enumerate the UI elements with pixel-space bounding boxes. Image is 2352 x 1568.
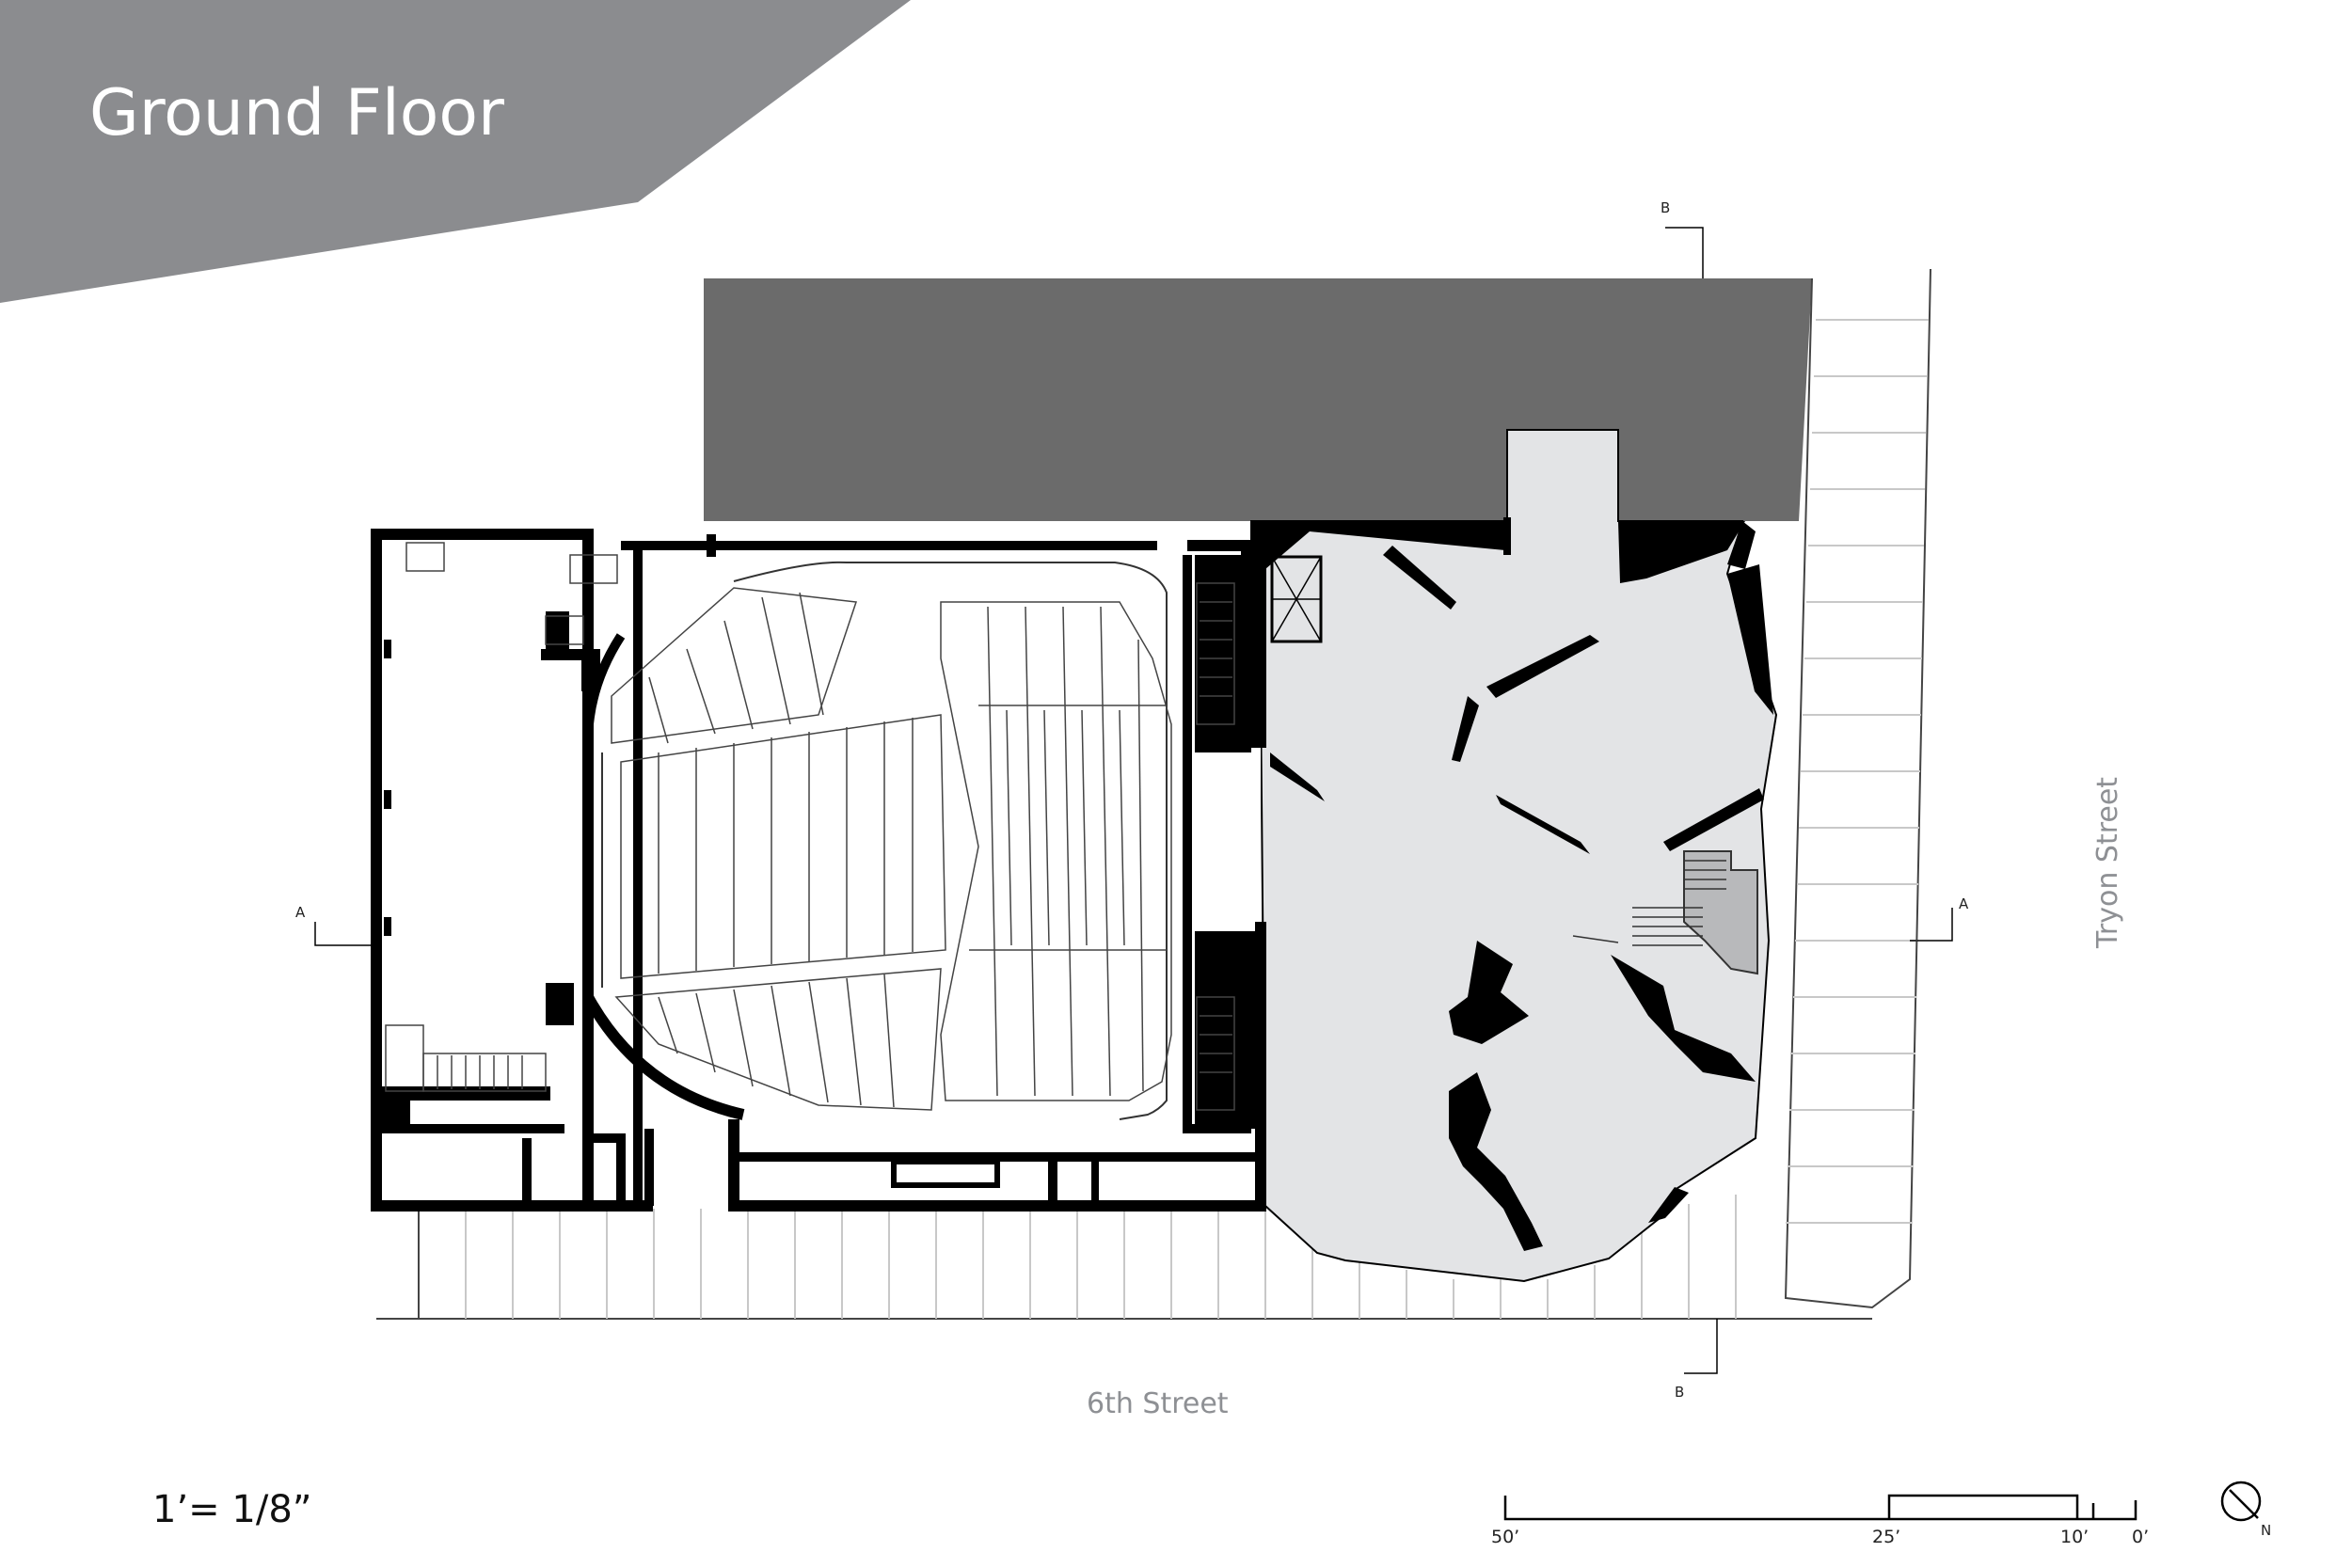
lobby-stair (1572, 850, 1758, 975)
neighbor-building (704, 278, 1812, 521)
lobby-walls (1251, 517, 1773, 1251)
scale-tick-50: 50’ (1491, 1527, 1519, 1547)
section-label-a-west: A (295, 904, 306, 921)
scale-tick-10: 10’ (2060, 1527, 2089, 1547)
north-label: N (2261, 1522, 2271, 1539)
header-band (0, 0, 911, 303)
auditorium-shell (582, 561, 1168, 1120)
seating-right (940, 601, 1172, 1101)
theater-wall-fills (371, 529, 1261, 1212)
street-label-east: Tryon Street (2091, 777, 2124, 949)
section-marker-b-south (1684, 1319, 1718, 1374)
scale-tick-0: 0’ (2132, 1527, 2149, 1547)
lobby-floor (1250, 429, 1778, 1283)
section-label-b-south: B (1675, 1384, 1684, 1401)
section-marker-a-east (1910, 908, 1953, 942)
page-title: Ground Floor (89, 76, 504, 150)
drawing-scale: 1’= 1/8” (152, 1488, 312, 1531)
section-label-a-east: A (1959, 895, 1969, 912)
section-marker-b-north (1665, 227, 1704, 278)
north-arrow-icon (2220, 1481, 2262, 1522)
street-label-south: 6th Street (1087, 1387, 1229, 1420)
sidewalk-east (1784, 268, 1931, 1309)
section-label-b-north: B (1661, 199, 1670, 216)
sidewalk-south (376, 1195, 1872, 1320)
scale-tick-25: 25’ (1872, 1527, 1900, 1547)
scale-bar (1503, 1494, 2137, 1521)
theater-stairs (385, 542, 1323, 1111)
section-marker-a-west (314, 922, 372, 946)
seating-left (611, 587, 946, 1111)
